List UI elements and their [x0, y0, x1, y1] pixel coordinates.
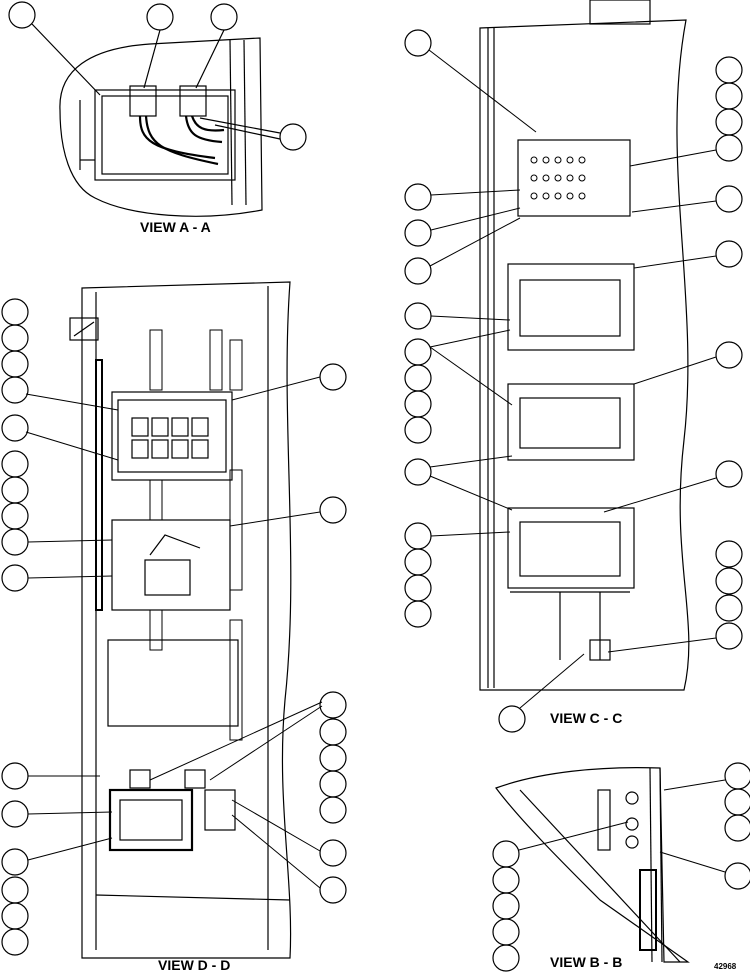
terminal-block-top-c — [517, 139, 631, 217]
relay-left — [129, 85, 157, 117]
leader-lines-view-c — [428, 49, 717, 709]
figure-number: 42968 — [714, 962, 737, 971]
view-d-title: VIEW D - D — [158, 957, 231, 973]
callout-circles-view-b — [492, 762, 750, 972]
board-upper-d — [111, 391, 233, 481]
view-b-detail — [492, 762, 750, 972]
module-middle-d — [111, 519, 231, 611]
leader-lines-view-a — [31, 23, 281, 140]
callout-circles-view-c — [404, 29, 743, 733]
view-a-title: VIEW A - A — [140, 219, 211, 235]
leader-lines-view-d — [25, 376, 323, 889]
board-1-c — [507, 263, 635, 351]
callout-circles-view-d — [1, 298, 347, 956]
label-plate — [69, 317, 99, 341]
transformer-d — [108, 788, 194, 852]
view-b-title: VIEW B - B — [550, 954, 623, 970]
view-c-title: VIEW C - C — [550, 710, 623, 726]
view-a-detail — [8, 1, 307, 217]
board-2-c — [507, 383, 635, 461]
callout-circles-view-a — [8, 1, 307, 151]
view-c-detail — [404, 0, 743, 733]
plate-lower-d — [107, 639, 239, 727]
leader-lines-view-b — [518, 779, 726, 873]
board-3-c — [507, 507, 635, 589]
view-d-detail — [1, 281, 347, 959]
